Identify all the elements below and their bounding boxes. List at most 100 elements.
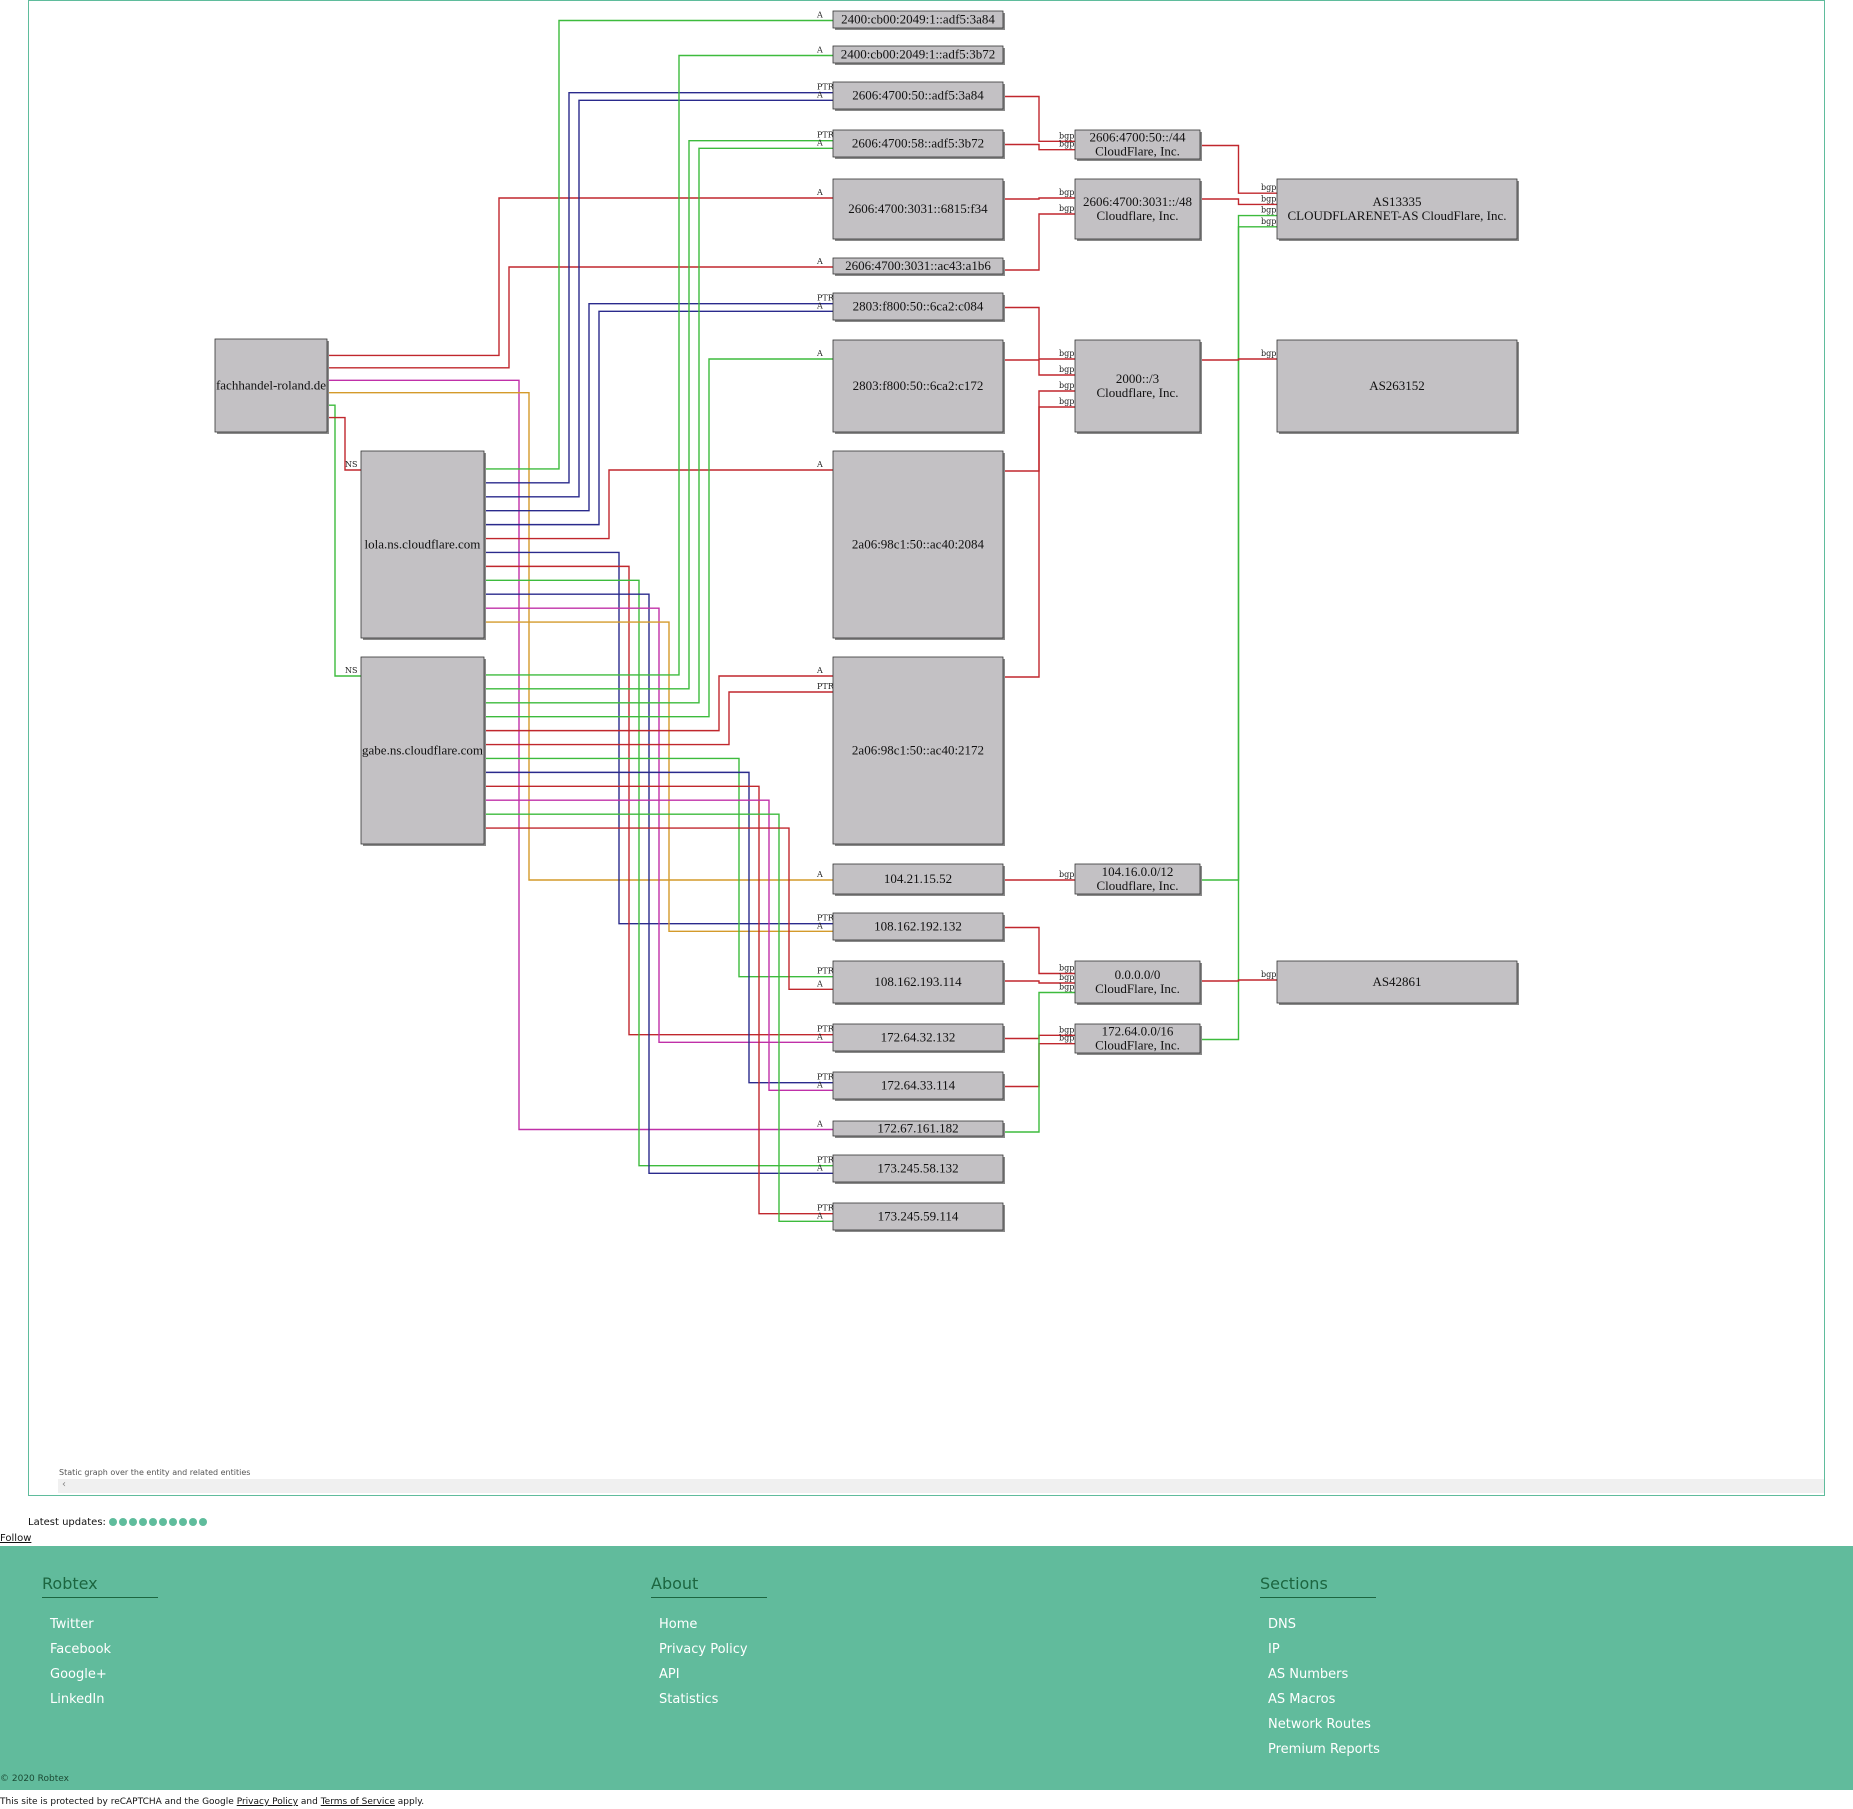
node-ip12[interactable]: 108.162.192.132 (832, 912, 1005, 942)
footer-link-home[interactable]: Home (659, 1617, 698, 1632)
node-box[interactable] (1276, 960, 1518, 1004)
node-box[interactable] (832, 1071, 1004, 1100)
node-label: 173.245.59.114 (878, 1209, 959, 1224)
node-ip15[interactable]: 172.64.33.114 (832, 1071, 1005, 1101)
node-box[interactable] (832, 292, 1004, 321)
footer-link-twitter[interactable]: Twitter (50, 1617, 94, 1632)
node-ip9[interactable]: 2a06:98c1:50::ac40:2084 (832, 450, 1005, 640)
footer-link-facebook[interactable]: Facebook (50, 1642, 112, 1657)
edge-label: bgp (1059, 381, 1074, 390)
update-dot[interactable] (189, 1518, 198, 1526)
node-box[interactable] (360, 450, 485, 639)
update-dot[interactable] (109, 1518, 118, 1526)
update-dot[interactable] (119, 1518, 128, 1526)
footer-link-as-numbers[interactable]: AS Numbers (1268, 1667, 1349, 1682)
node-box[interactable] (832, 863, 1004, 895)
update-dot[interactable] (179, 1518, 188, 1526)
node-box[interactable] (832, 81, 1004, 110)
node-box[interactable] (832, 1023, 1004, 1052)
node-box[interactable] (1074, 863, 1201, 895)
node-box[interactable] (1074, 129, 1201, 160)
node-box[interactable] (832, 1154, 1004, 1183)
follow-link[interactable]: Follow (0, 1533, 32, 1544)
footer-link-api[interactable]: API (659, 1667, 680, 1682)
footer-link-as-macros[interactable]: AS Macros (1268, 1692, 1336, 1707)
node-ip14[interactable]: 172.64.32.132 (832, 1023, 1005, 1053)
node-box[interactable] (1074, 339, 1201, 433)
edge-ip10-r3 (1003, 406, 1075, 678)
update-dot[interactable] (139, 1518, 148, 1526)
footer-link-dns[interactable]: DNS (1268, 1617, 1296, 1632)
edge-lola-ip3 (484, 91, 833, 484)
scroll-left-icon[interactable]: ‹ (62, 1479, 66, 1490)
node-root[interactable]: fachhandel-roland.de (214, 338, 329, 434)
node-box[interactable] (832, 45, 1004, 64)
node-ip8[interactable]: 2803:f800:50::6ca2:c172 (832, 339, 1005, 434)
node-ip5[interactable]: 2606:4700:3031::6815:f34 (832, 178, 1005, 241)
footer-link-linkedin[interactable]: LinkedIn (50, 1692, 105, 1707)
node-box[interactable] (832, 656, 1004, 845)
node-gabe[interactable]: gabe.ns.cloudflare.com (360, 656, 486, 846)
footer-link-ip[interactable]: IP (1268, 1642, 1280, 1657)
update-dot[interactable] (129, 1518, 138, 1526)
node-ip18[interactable]: 173.245.59.114 (832, 1202, 1005, 1232)
node-box[interactable] (1074, 1023, 1201, 1054)
node-box[interactable] (832, 960, 1004, 1004)
horizontal-scrollbar[interactable]: ‹ › (58, 1479, 1824, 1493)
node-ip13[interactable]: 108.162.193.114 (832, 960, 1005, 1005)
node-box[interactable] (832, 129, 1004, 158)
node-lola[interactable]: lola.ns.cloudflare.com (360, 450, 486, 640)
node-box[interactable] (832, 1202, 1004, 1231)
edge-gabe-ip10 (484, 691, 833, 746)
edge-gabe-ip18 (484, 813, 833, 1223)
node-box[interactable] (832, 10, 1004, 29)
node-label: 2606:4700:3031::ac43:a1b6 (845, 258, 991, 273)
node-ip17[interactable]: 173.245.58.132 (832, 1154, 1005, 1184)
footer-link-statistics[interactable]: Statistics (659, 1692, 719, 1707)
privacy-policy-link[interactable]: Privacy Policy (236, 1797, 299, 1807)
node-box[interactable] (832, 912, 1004, 941)
node-ip16[interactable]: 172.67.161.182 (832, 1120, 1005, 1139)
footer-link-premium-reports[interactable]: Premium Reports (1268, 1742, 1380, 1757)
footer-link-googleplus[interactable]: Google+ (50, 1667, 107, 1682)
node-box[interactable] (1276, 339, 1518, 433)
node-as3[interactable]: AS42861 (1276, 960, 1519, 1005)
node-label: CloudFlare, Inc. (1095, 1038, 1180, 1053)
node-label: 108.162.193.114 (874, 974, 962, 989)
update-dot[interactable] (149, 1518, 158, 1526)
node-box[interactable] (832, 178, 1004, 240)
node-box[interactable] (214, 338, 328, 433)
footer-link-network-routes[interactable]: Network Routes (1268, 1717, 1371, 1732)
node-box[interactable] (1276, 178, 1518, 240)
update-dot[interactable] (199, 1518, 208, 1526)
update-dot[interactable] (159, 1518, 168, 1526)
update-dot[interactable] (169, 1518, 178, 1526)
node-box[interactable] (832, 257, 1004, 275)
node-box[interactable] (832, 450, 1004, 639)
node-box[interactable] (832, 339, 1004, 433)
node-ip6[interactable]: 2606:4700:3031::ac43:a1b6 (832, 257, 1005, 276)
node-ip3[interactable]: 2606:4700:50::adf5:3a84 (832, 81, 1005, 111)
node-ip4[interactable]: 2606:4700:58::adf5:3b72 (832, 129, 1005, 159)
edge-label: PTR (817, 1073, 835, 1082)
node-ip10[interactable]: 2a06:98c1:50::ac40:2172 (832, 656, 1005, 846)
node-box[interactable] (1074, 960, 1201, 1004)
node-as2[interactable]: AS263152 (1276, 339, 1519, 434)
edge-root-gabe (327, 404, 361, 677)
node-box[interactable] (1074, 178, 1201, 240)
node-box[interactable] (360, 656, 485, 845)
node-ip7[interactable]: 2803:f800:50::6ca2:c084 (832, 292, 1005, 322)
node-box[interactable] (832, 1120, 1004, 1137)
node-ip1[interactable]: 2400:cb00:2049:1::adf5:3a84 (832, 10, 1005, 30)
node-ip11[interactable]: 104.21.15.52 (832, 863, 1005, 896)
footer-link-privacy-policy[interactable]: Privacy Policy (659, 1642, 748, 1657)
terms-of-service-link[interactable]: Terms of Service (320, 1797, 395, 1807)
node-ip2[interactable]: 2400:cb00:2049:1::adf5:3b72 (832, 45, 1005, 65)
